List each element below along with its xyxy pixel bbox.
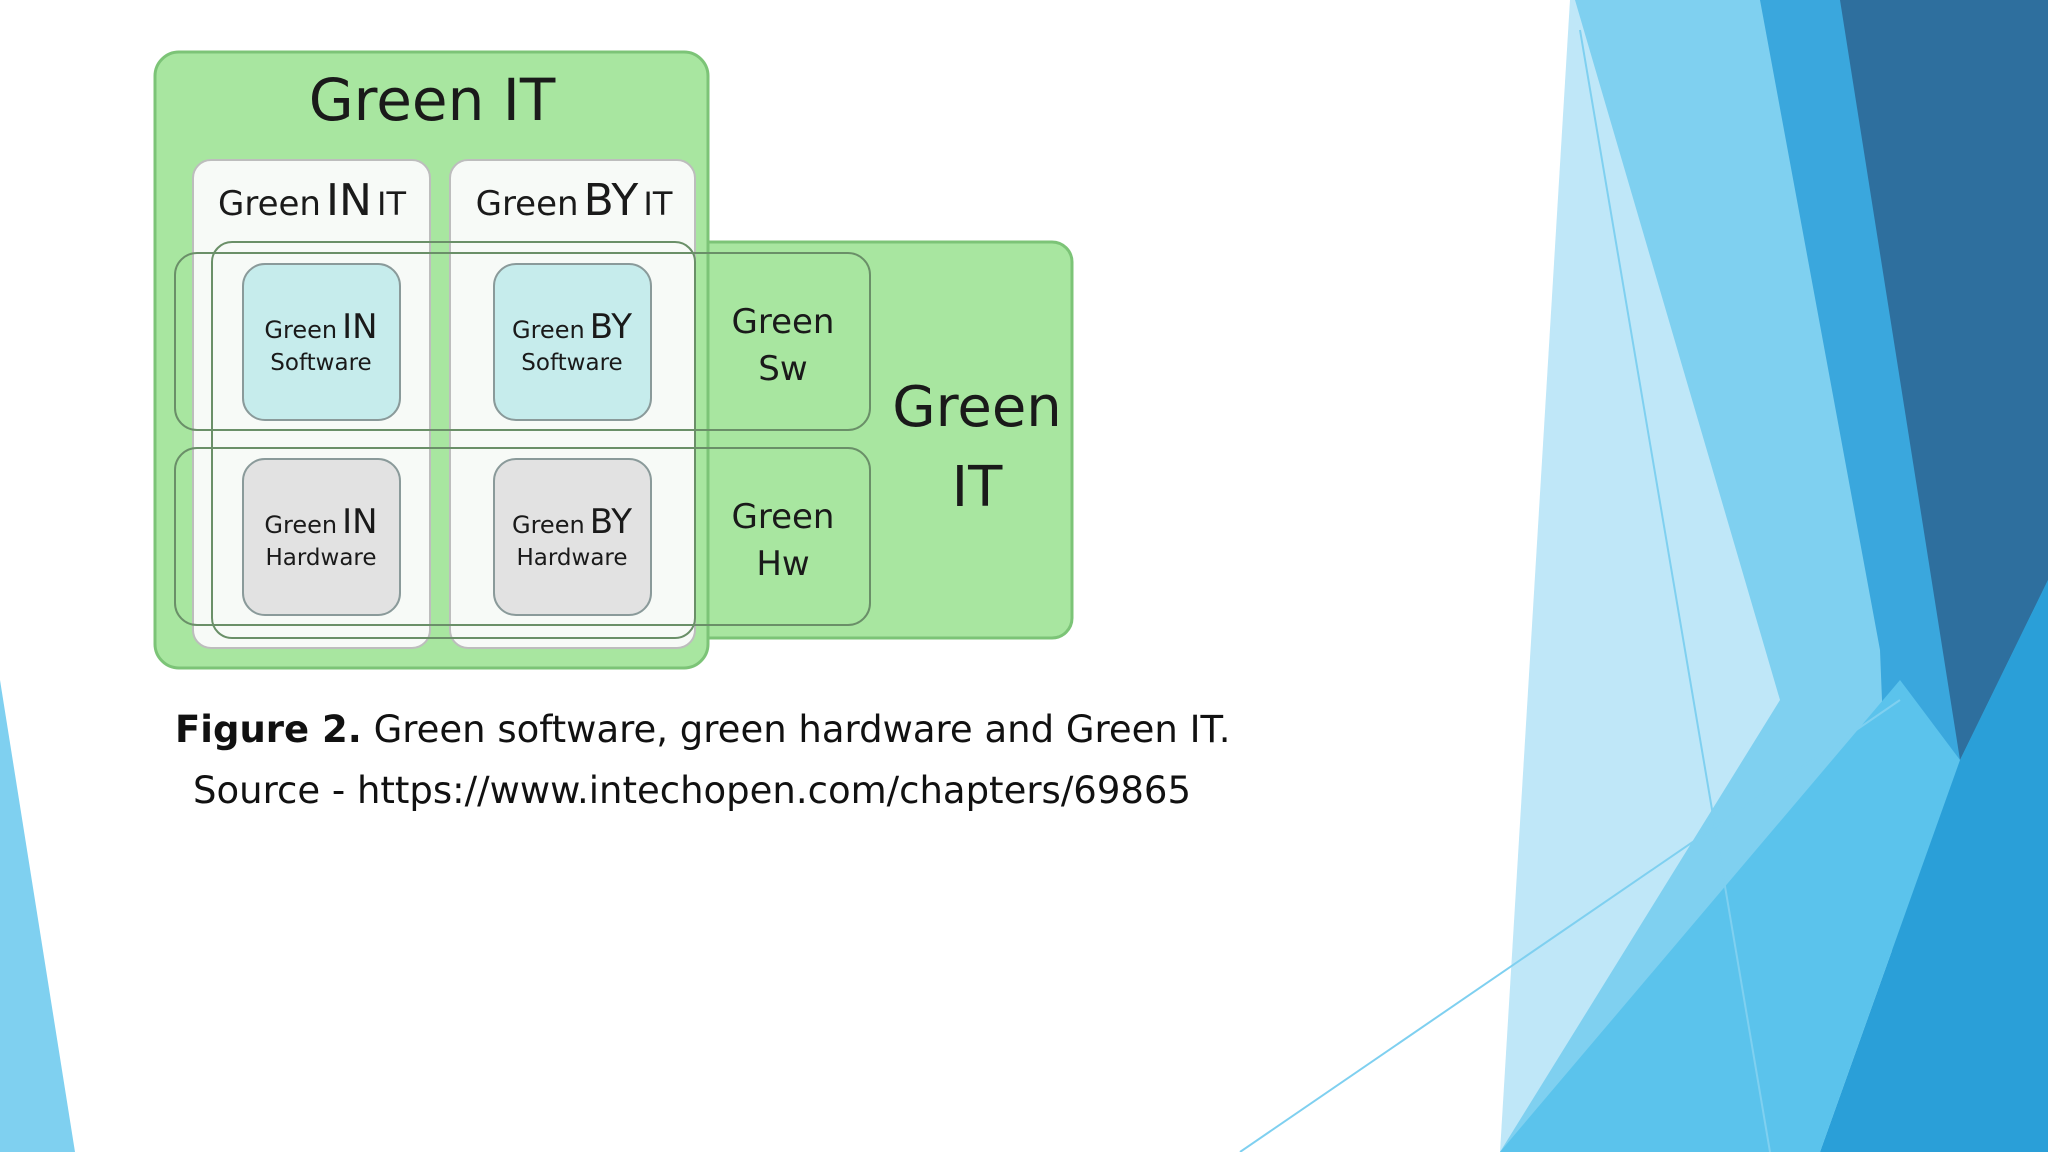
cell-green-in-hardware [242, 458, 401, 616]
decor-thin-line-2 [1239, 699, 1901, 1152]
cell-in-hardware-line2: Hardware [265, 545, 376, 571]
cell-by-hardware-line1: Green BY [512, 502, 632, 542]
outer-title: Green IT [309, 66, 556, 134]
cell-green-by-hardware [493, 458, 652, 616]
green-sw-line1: Green [732, 302, 835, 342]
green-hw-row-outline [174, 447, 871, 626]
cell-by-hardware-line2: Hardware [516, 545, 627, 571]
figure-caption-text: Green software, green hardware and Green… [361, 708, 1231, 751]
decor-thin-line-1 [1579, 29, 1771, 1152]
green-hw-line1: Green [732, 497, 835, 537]
right-green-it-line2: IT [952, 455, 1004, 520]
cell-by-software-line2: Software [521, 350, 622, 376]
green-by-it-title: Green BY IT [476, 175, 673, 226]
cell-by-software-line1: Green BY [512, 307, 632, 347]
cell-in-software-line1: Green IN [264, 307, 377, 347]
cell-in-hardware-line1: Green IN [264, 502, 377, 542]
decor-facet-mid [1820, 580, 2048, 1152]
cell-green-by-software [493, 263, 652, 421]
decor-left-sliver [0, 680, 75, 1152]
figure-source: Source - https://www.intechopen.com/chap… [193, 769, 1191, 812]
cell-in-software-line2: Software [270, 350, 371, 376]
inner-grid-outline [211, 241, 696, 639]
green-sw-line2: Sw [758, 349, 807, 389]
decor-facet-dark [1840, 0, 2048, 760]
figure-label: Figure 2. [175, 708, 362, 751]
green-in-it-title: Green IN IT [218, 175, 406, 226]
green-sw-row-outline [174, 252, 871, 431]
cell-green-in-software [242, 263, 401, 421]
figure-caption: Figure 2. Green software, green hardware… [175, 708, 1231, 751]
right-green-it-line1: Green [892, 375, 1062, 440]
green-hw-line2: Hw [756, 544, 809, 584]
